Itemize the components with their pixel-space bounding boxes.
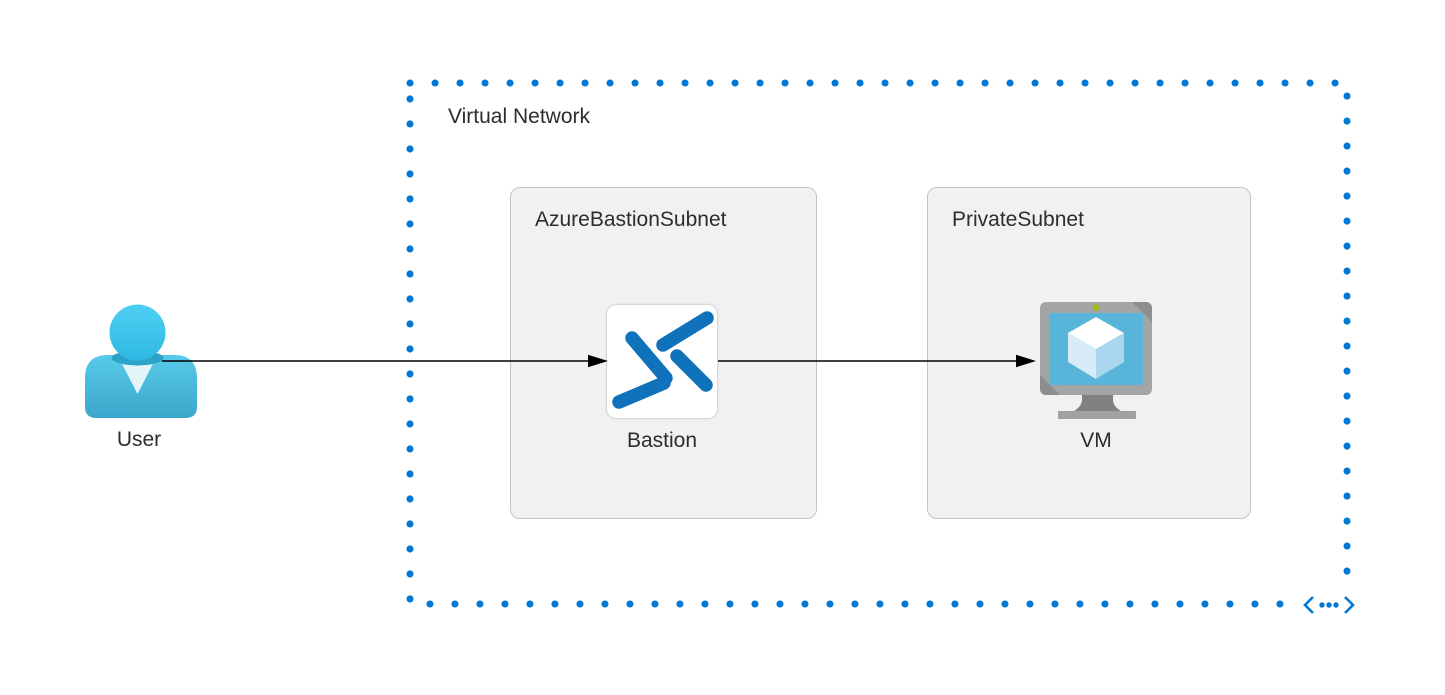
virtual-network-container: Virtual Network AzureBastionSubnet Basti… xyxy=(410,83,1347,604)
user-label: User xyxy=(116,428,162,451)
subnet-label: AzureBastionSubnet xyxy=(535,208,727,231)
azure-bastion-icon xyxy=(612,311,714,409)
subnet-private: PrivateSubnet xyxy=(927,187,1251,519)
bastion-node-label: Bastion xyxy=(626,429,698,452)
subnet-azure-bastion: AzureBastionSubnet Bastion xyxy=(510,187,817,519)
vm-node-label: VM xyxy=(1080,429,1112,452)
bastion-node xyxy=(607,305,717,418)
user-node: User xyxy=(85,303,197,451)
azure-vm-icon xyxy=(1040,302,1152,420)
virtual-network-label: Virtual Network xyxy=(448,105,590,128)
vm-node xyxy=(1040,302,1152,420)
user-person-icon xyxy=(85,304,197,418)
subnet-label: PrivateSubnet xyxy=(952,208,1084,231)
